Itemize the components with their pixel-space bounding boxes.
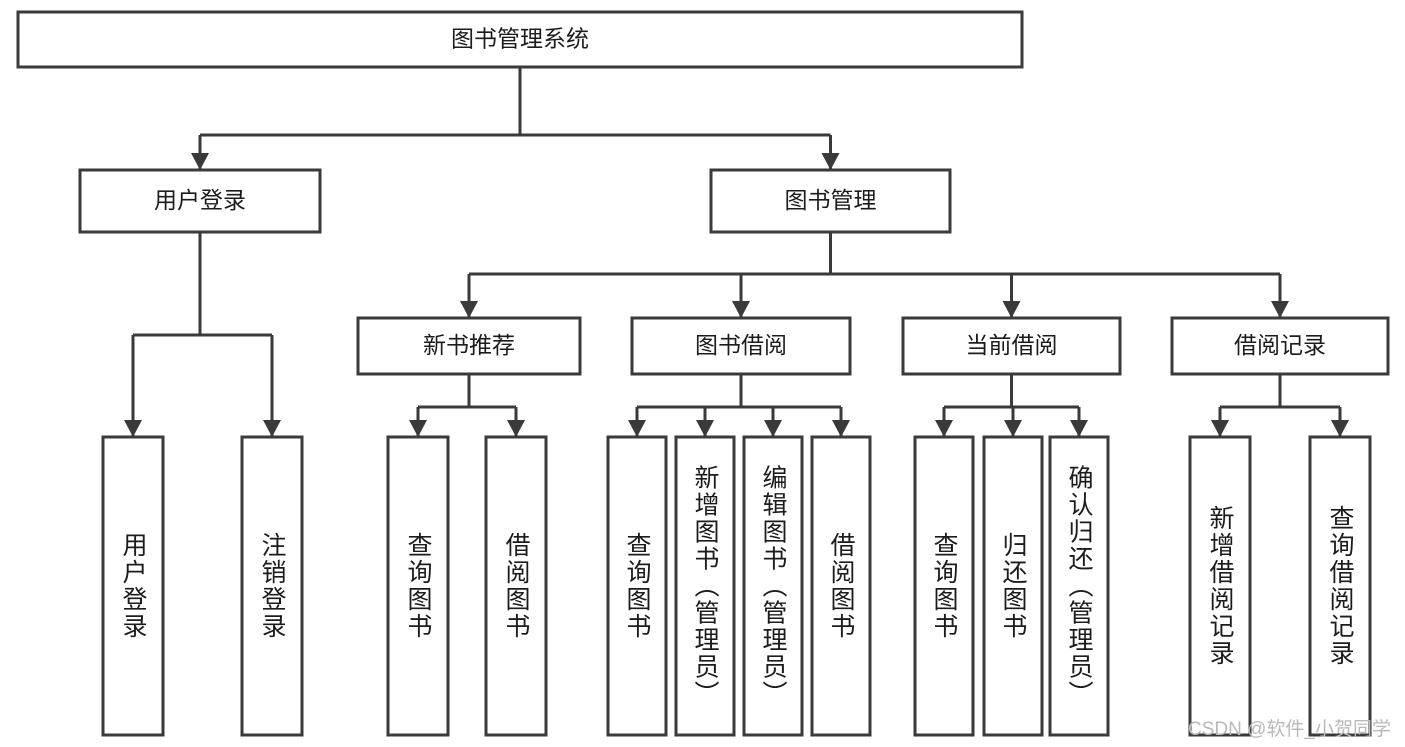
node-box <box>1308 435 1372 737</box>
node-label: 查询借阅记录 <box>1326 505 1355 667</box>
node-leaf-user-login[interactable]: 用户登录 <box>101 435 165 737</box>
node-box <box>78 168 322 234</box>
node-label: 归还图书 <box>999 532 1028 640</box>
node-box <box>356 316 582 376</box>
node-box <box>16 10 1024 69</box>
edge-layer <box>124 67 1349 437</box>
node-label: 查询图书 <box>623 532 652 640</box>
node-label: 图书管理 <box>785 187 877 213</box>
node-borrow-record[interactable]: 借阅记录 <box>1170 316 1390 376</box>
node-box <box>1188 435 1252 737</box>
node-leaf-add-record[interactable]: 新增借阅记录 <box>1188 435 1252 737</box>
node-leaf-query-book-3[interactable]: 查询图书 <box>913 435 975 737</box>
node-label: 借阅记录 <box>1234 332 1326 358</box>
node-book-borrow[interactable]: 图书借阅 <box>630 316 852 376</box>
node-box <box>742 435 804 737</box>
node-label: 当前借阅 <box>966 332 1058 358</box>
node-label: 用户登录 <box>154 187 246 213</box>
node-new-book-rec[interactable]: 新书推荐 <box>356 316 582 376</box>
node-leaf-query-book-2[interactable]: 查询图书 <box>606 435 668 737</box>
node-leaf-borrow-book-1[interactable]: 借阅图书 <box>484 435 548 737</box>
watermark-text: CSDN @软件_小贺同学 <box>1188 719 1391 740</box>
node-box <box>606 435 668 737</box>
node-box <box>1170 316 1390 376</box>
node-box <box>674 435 736 737</box>
node-box <box>913 435 975 737</box>
node-box <box>484 435 548 737</box>
node-label: 编辑图书（管理员） <box>759 465 788 708</box>
node-label: 查询图书 <box>930 532 959 640</box>
node-leaf-borrow-book-2[interactable]: 借阅图书 <box>810 435 872 737</box>
node-box <box>901 316 1122 376</box>
node-label: 新增图书（管理员） <box>691 465 720 708</box>
node-label: 新增借阅记录 <box>1206 505 1235 667</box>
node-label: 借阅图书 <box>827 532 856 640</box>
node-layer: 图书管理系统用户登录图书管理新书推荐图书借阅当前借阅借阅记录用户登录注销登录查询… <box>16 10 1390 737</box>
node-label: 用户登录 <box>119 532 148 640</box>
node-box <box>386 435 450 737</box>
node-label: 借阅图书 <box>502 532 531 640</box>
node-label: 图书管理系统 <box>451 26 589 52</box>
node-box <box>101 435 165 737</box>
node-current-borrow[interactable]: 当前借阅 <box>901 316 1122 376</box>
node-box <box>810 435 872 737</box>
node-leaf-return-book[interactable]: 归还图书 <box>982 435 1044 737</box>
node-leaf-confirm-return[interactable]: 确认归还（管理员） <box>1048 435 1110 737</box>
node-label: 图书借阅 <box>695 332 787 358</box>
node-leaf-logout[interactable]: 注销登录 <box>240 435 304 737</box>
node-box <box>1048 435 1110 737</box>
node-box <box>240 435 304 737</box>
node-leaf-query-record[interactable]: 查询借阅记录 <box>1308 435 1372 737</box>
node-label: 查询图书 <box>404 532 433 640</box>
node-leaf-query-book-1[interactable]: 查询图书 <box>386 435 450 737</box>
node-box <box>982 435 1044 737</box>
node-root[interactable]: 图书管理系统 <box>16 10 1024 69</box>
node-label: 确认归还（管理员） <box>1065 465 1094 708</box>
node-label: 新书推荐 <box>423 332 515 358</box>
node-leaf-add-book[interactable]: 新增图书（管理员） <box>674 435 736 737</box>
node-leaf-edit-book[interactable]: 编辑图书（管理员） <box>742 435 804 737</box>
node-user-login[interactable]: 用户登录 <box>78 168 322 234</box>
node-label: 注销登录 <box>258 532 287 640</box>
node-book-mgmt[interactable]: 图书管理 <box>709 168 952 234</box>
node-box <box>709 168 952 234</box>
node-box <box>630 316 852 376</box>
